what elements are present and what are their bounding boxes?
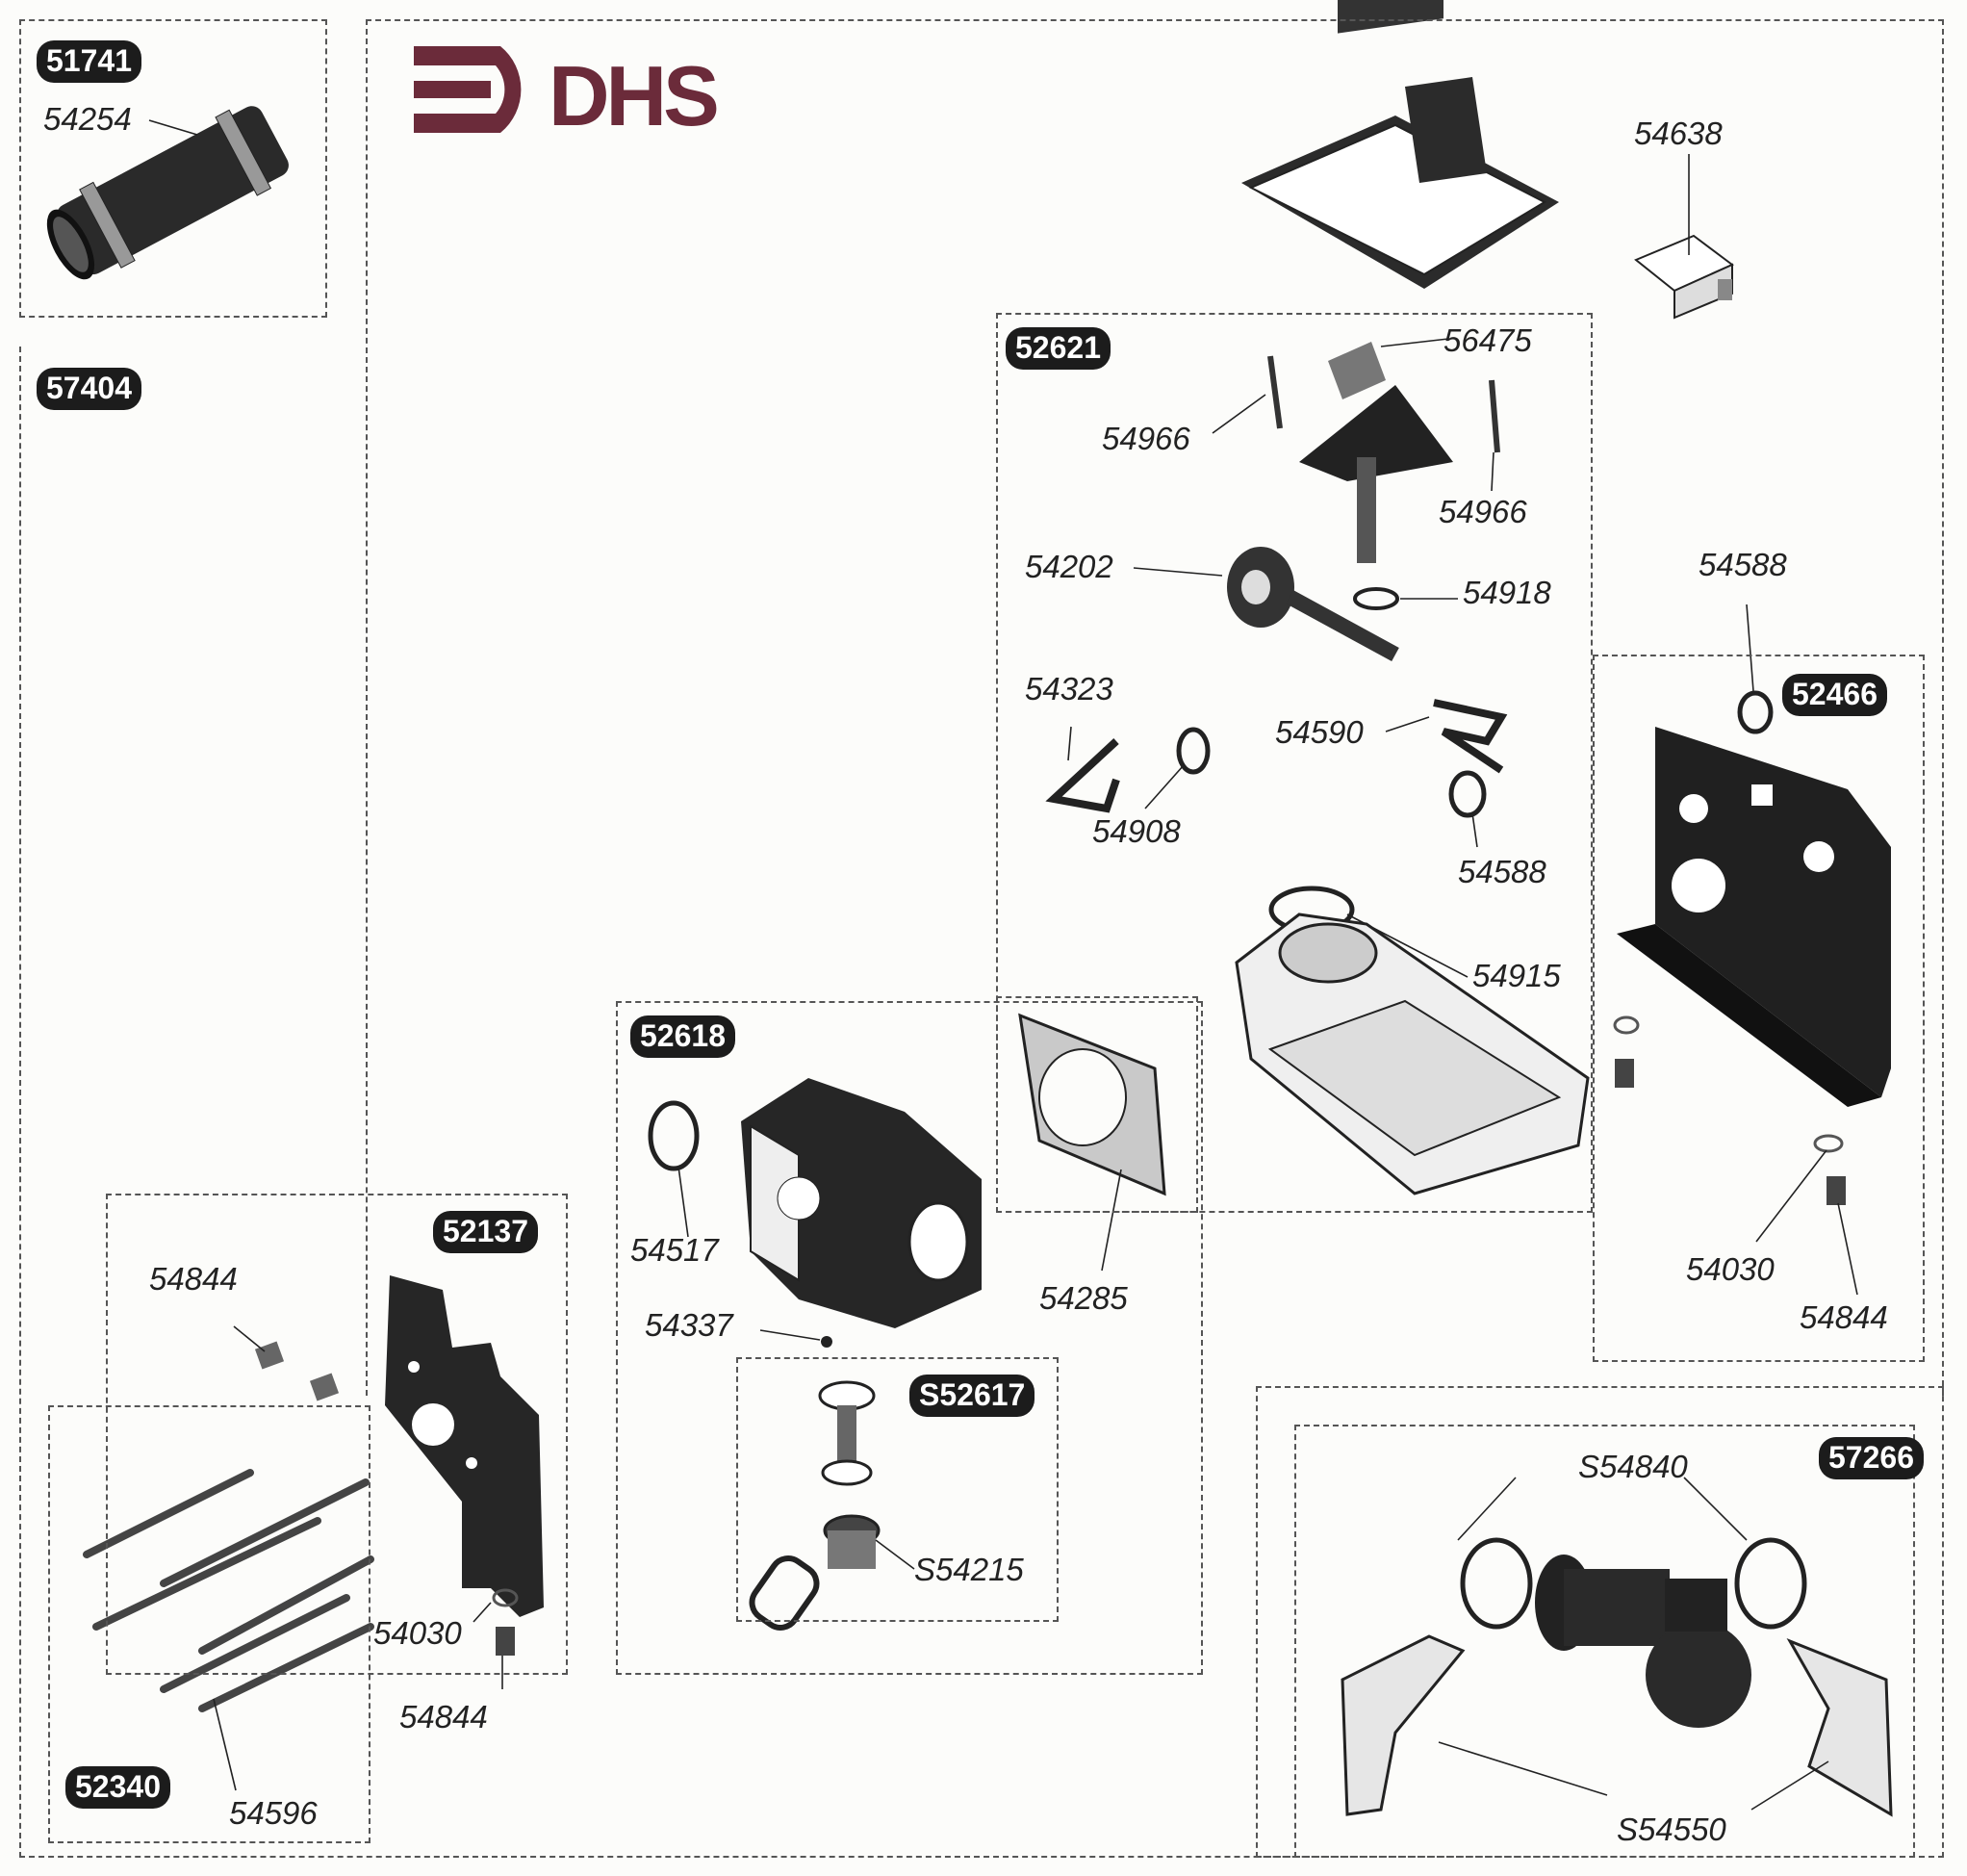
bracket-icon bbox=[1341, 1634, 1893, 1817]
box-51741 bbox=[19, 19, 327, 318]
part-label: 54844 bbox=[149, 1261, 238, 1297]
regulator-screw-icon bbox=[749, 1380, 881, 1631]
switch-icon bbox=[1634, 234, 1734, 320]
screw-icon bbox=[496, 1627, 515, 1656]
box-S52617 bbox=[736, 1357, 1059, 1622]
part-label: 54323 bbox=[1025, 671, 1113, 707]
screw-icon bbox=[1489, 379, 1500, 453]
assembly-badge: 52621 bbox=[1006, 327, 1111, 370]
washer-icon bbox=[1613, 1015, 1640, 1035]
box-57266 bbox=[1294, 1425, 1915, 1858]
leader-lines bbox=[148, 119, 1858, 1811]
washer-icon bbox=[1813, 1134, 1844, 1153]
logo-text: DHS bbox=[549, 48, 717, 143]
oring-icon bbox=[1176, 727, 1211, 775]
part-label: 54966 bbox=[1102, 421, 1190, 456]
oring-icon bbox=[1737, 690, 1774, 734]
part-label: 54596 bbox=[229, 1795, 318, 1831]
screw-icon bbox=[1826, 1176, 1846, 1205]
gasket-icon bbox=[1018, 1013, 1166, 1196]
screw-icon bbox=[254, 1341, 285, 1370]
part-label: 54202 bbox=[1025, 549, 1113, 584]
control-housing-icon bbox=[1241, 0, 1559, 289]
clip-icon bbox=[1433, 699, 1508, 774]
part-label: 54254 bbox=[43, 101, 132, 137]
part-label: 54285 bbox=[1039, 1280, 1128, 1316]
part-label: 54590 bbox=[1275, 714, 1364, 750]
part-label: 54588 bbox=[1699, 547, 1787, 582]
gas-valve-icon bbox=[741, 1078, 982, 1328]
valve-body-icon bbox=[1235, 912, 1590, 1195]
screw-icon bbox=[1267, 355, 1283, 429]
ball-icon bbox=[821, 1336, 832, 1348]
part-label: 54517 bbox=[630, 1232, 719, 1268]
assembly-badge: S52617 bbox=[909, 1375, 1035, 1417]
box-main-top bbox=[366, 19, 1944, 1396]
part-label: 56475 bbox=[1443, 322, 1532, 358]
assembly-badge: 52466 bbox=[1782, 674, 1887, 716]
box-57404 bbox=[19, 347, 1944, 1858]
box-52466 bbox=[1593, 655, 1925, 1362]
part-label: 54918 bbox=[1463, 575, 1551, 610]
part-label: 54588 bbox=[1458, 854, 1546, 889]
box-52618 bbox=[616, 1001, 1203, 1675]
oring-icon bbox=[1460, 1537, 1533, 1630]
box-52621 bbox=[996, 313, 1593, 1213]
oring-icon bbox=[1353, 587, 1399, 610]
oring-icon bbox=[1448, 770, 1487, 818]
part-label: 54638 bbox=[1634, 116, 1723, 151]
assembly-badge: 52618 bbox=[630, 1015, 735, 1058]
bracket-icon bbox=[385, 1275, 544, 1617]
box-52137 bbox=[106, 1194, 568, 1675]
hose-icon bbox=[46, 106, 289, 280]
part-label: 54966 bbox=[1439, 494, 1527, 529]
box-52340 bbox=[48, 1405, 370, 1843]
part-label: 54844 bbox=[1800, 1299, 1888, 1335]
box-52618-gasket bbox=[996, 996, 1198, 1213]
oring-icon bbox=[648, 1100, 700, 1171]
bracket-arm-icon bbox=[1299, 385, 1453, 563]
knob-icon bbox=[1227, 547, 1399, 662]
part-label: S54215 bbox=[914, 1552, 1024, 1587]
part-label: 54908 bbox=[1092, 813, 1181, 849]
screw-icon bbox=[1615, 1059, 1634, 1088]
part-label: 54030 bbox=[1686, 1251, 1775, 1287]
assembly-badge: 57266 bbox=[1819, 1437, 1924, 1479]
assembly-badge: 52340 bbox=[65, 1766, 170, 1809]
assembly-badge: 57404 bbox=[37, 368, 141, 410]
part-label: S54550 bbox=[1617, 1812, 1726, 1847]
elbow-hose-icon bbox=[1535, 1555, 1751, 1728]
assembly-badge: 51741 bbox=[37, 40, 141, 83]
washer-icon bbox=[492, 1588, 519, 1607]
dhs-logo: DHS bbox=[414, 46, 721, 143]
assembly-badge: 52137 bbox=[433, 1211, 538, 1253]
clip-icon bbox=[1045, 738, 1120, 813]
mounting-plate-icon bbox=[1617, 727, 1891, 1107]
part-label: 54337 bbox=[645, 1307, 733, 1343]
screw-icon bbox=[309, 1373, 340, 1401]
part-label: S54840 bbox=[1578, 1449, 1688, 1484]
gasket-square-icon bbox=[1328, 342, 1386, 399]
part-label: 54915 bbox=[1472, 958, 1561, 993]
oring-icon bbox=[1734, 1537, 1807, 1630]
part-label: 54844 bbox=[399, 1699, 488, 1735]
part-label: 54030 bbox=[373, 1615, 462, 1651]
